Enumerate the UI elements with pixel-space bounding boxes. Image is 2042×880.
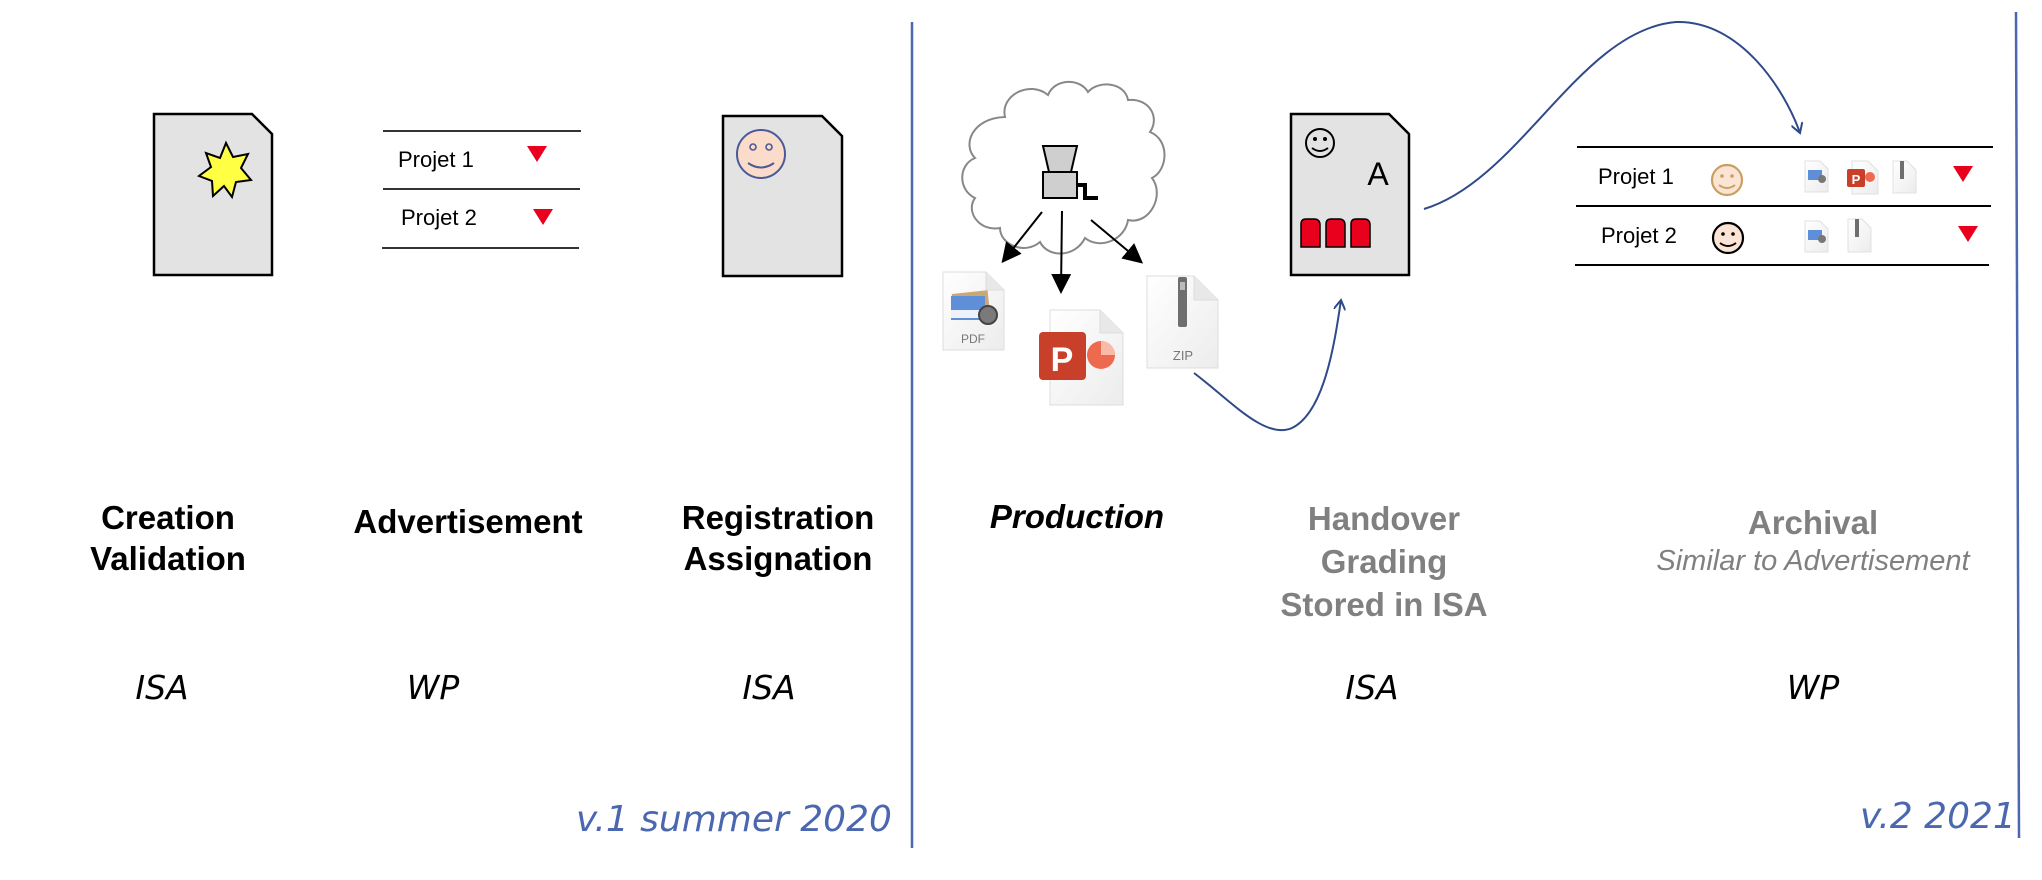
grade-label: A: [1367, 156, 1389, 192]
smiley-icon: [736, 129, 786, 179]
version-label-v1: v.1 summer 2020: [576, 799, 892, 840]
stage-title-line: Advertisement: [353, 503, 583, 540]
stage-title-registration: Registration Assignation: [682, 497, 875, 579]
stage-title-archival: Archival Similar to Advertisement: [1656, 502, 1969, 579]
grinder-icon: [1041, 145, 1098, 200]
system-label: WP: [1786, 668, 1840, 707]
arrow-to-pdf: [1001, 211, 1043, 264]
arrow-to-ppt: [1051, 210, 1072, 294]
stage-title-line: Handover: [1307, 500, 1461, 537]
star-icon: [196, 140, 253, 200]
triangle-down-icon[interactable]: [1953, 166, 1973, 182]
smiley-icon: [1305, 128, 1335, 158]
advertisement-list-item[interactable]: Projet 1: [398, 147, 474, 172]
registration-document-icon: [721, 114, 844, 278]
system-label: ISA: [1345, 668, 1399, 707]
version-divider-right: [2014, 11, 2021, 839]
archival-list-item[interactable]: Projet 2: [1601, 223, 1677, 248]
stage-title-line: Stored in ISA: [1280, 586, 1488, 623]
advertisement-list: [382, 130, 581, 249]
zip-file-icon: ZIP: [1146, 275, 1219, 369]
svg-text:P: P: [1852, 172, 1861, 187]
stage-title-line: Grading: [1320, 543, 1448, 580]
system-label: ISA: [742, 668, 796, 707]
stage-title-line: Creation: [101, 499, 235, 536]
stage-title-line: Validation: [90, 540, 246, 577]
smiley-icon: [1711, 221, 1745, 255]
stage-title-line: Assignation: [683, 540, 873, 577]
svg-text:ZIP: ZIP: [1173, 348, 1193, 363]
stage-title-handover: Handover Grading Stored in ISA: [1280, 497, 1487, 626]
stage-title-creation: Creation Validation: [90, 497, 246, 579]
stage-title-line: Archival: [1747, 504, 1879, 541]
archival-list-item[interactable]: Projet 1: [1598, 164, 1674, 189]
zip-file-icon[interactable]: [1847, 218, 1872, 253]
system-label: WP: [406, 668, 460, 707]
grade-blocks: [1300, 218, 1371, 248]
system-label: ISA: [135, 668, 189, 707]
arrow-handover-to-archival: [1423, 20, 1800, 210]
archival-list: P: [1575, 146, 1993, 266]
svg-text:PDF: PDF: [961, 332, 985, 346]
triangle-down-icon[interactable]: [527, 146, 547, 162]
pdf-file-icon[interactable]: [1804, 220, 1829, 253]
powerpoint-file-icon[interactable]: P: [1847, 160, 1879, 195]
svg-text:P: P: [1051, 341, 1074, 379]
powerpoint-file-icon: P: [1039, 309, 1124, 406]
pdf-file-icon[interactable]: [1804, 160, 1829, 193]
arrow-to-zip: [1090, 219, 1144, 264]
stage-title-advertisement: Advertisement: [353, 501, 582, 542]
zip-file-icon[interactable]: [1892, 160, 1917, 194]
triangle-down-icon[interactable]: [533, 209, 553, 225]
arrow-production-to-handover: [1193, 300, 1341, 431]
creation-document-icon: [152, 112, 274, 277]
stage-title-line: Registration: [681, 499, 875, 536]
handover-document-icon: A: [1289, 112, 1411, 277]
version-label-v2: v.2 2021: [1860, 796, 2016, 837]
stage-title-production: Production: [990, 496, 1164, 537]
stage-title-line: Production: [989, 498, 1165, 535]
advertisement-list-item[interactable]: Projet 2: [401, 205, 477, 230]
pdf-file-icon: PDF: [942, 271, 1005, 351]
stage-subtitle: Similar to Advertisement: [1656, 545, 1970, 577]
triangle-down-icon[interactable]: [1958, 226, 1978, 242]
smiley-icon: [1710, 163, 1744, 197]
